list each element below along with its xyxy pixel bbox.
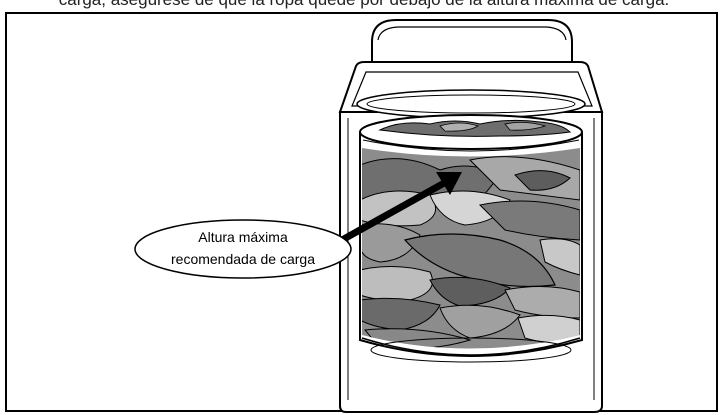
clothes-in-drum xyxy=(362,148,580,349)
top-caption-fragment: carga, asegúrese de que la ropa quede po… xyxy=(0,0,728,10)
washer-lid xyxy=(371,19,573,63)
clothes-top-layer xyxy=(378,119,572,137)
tub-opening xyxy=(356,89,586,119)
callout-line-2: recomendada de carga xyxy=(171,251,315,267)
callout-label: Altura máxima recomendada de carga xyxy=(153,226,333,270)
max-load-arrow xyxy=(338,172,462,244)
callout-bubble xyxy=(134,219,352,279)
callout-line-1: Altura máxima xyxy=(198,229,288,245)
